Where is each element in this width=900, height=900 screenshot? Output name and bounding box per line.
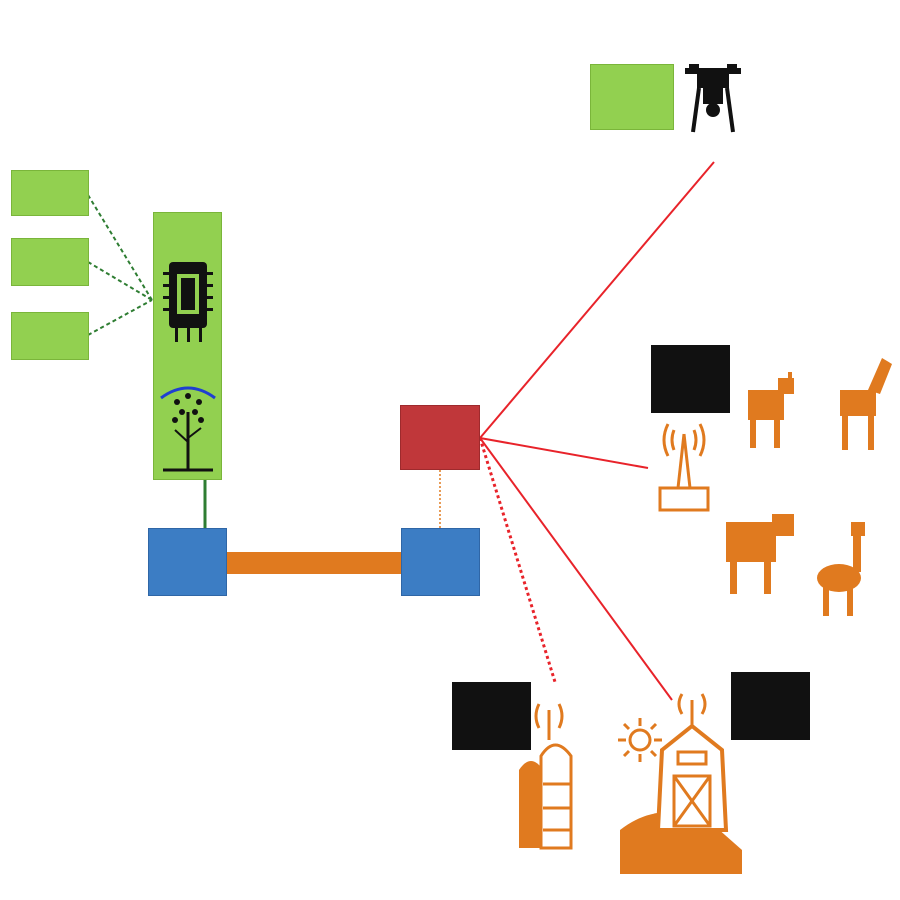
cow-icon bbox=[726, 514, 794, 594]
link-barn bbox=[479, 437, 673, 701]
silo-icon bbox=[519, 703, 573, 850]
link-drone bbox=[479, 161, 715, 439]
antenna-tower-icon bbox=[658, 423, 710, 512]
horse-icon bbox=[840, 358, 892, 450]
goat-icon bbox=[748, 372, 794, 448]
sensor-box-1 bbox=[11, 170, 89, 216]
barn-station-box bbox=[731, 672, 810, 740]
sensor-box-2 bbox=[11, 238, 89, 286]
orange-link-bar bbox=[227, 552, 401, 574]
drone-station-box bbox=[590, 64, 674, 130]
sensor-link-2 bbox=[87, 261, 153, 301]
chip-icon bbox=[163, 262, 213, 342]
link-animals bbox=[479, 437, 649, 469]
sensor-box-3 bbox=[11, 312, 89, 360]
tree-icon bbox=[160, 386, 216, 472]
sensor-link-1 bbox=[87, 194, 153, 301]
left-transceiver-box bbox=[148, 528, 227, 596]
animal-station-box bbox=[651, 345, 730, 413]
right-transceiver-box bbox=[401, 528, 480, 596]
barn-icon bbox=[620, 693, 742, 874]
llama-icon bbox=[817, 522, 865, 616]
silo-station-box bbox=[452, 682, 531, 750]
sensor-link-3 bbox=[87, 299, 153, 336]
central-node-box bbox=[400, 405, 480, 470]
link-silo bbox=[478, 437, 557, 683]
sun-icon bbox=[618, 718, 662, 762]
drone-icon bbox=[685, 64, 741, 133]
